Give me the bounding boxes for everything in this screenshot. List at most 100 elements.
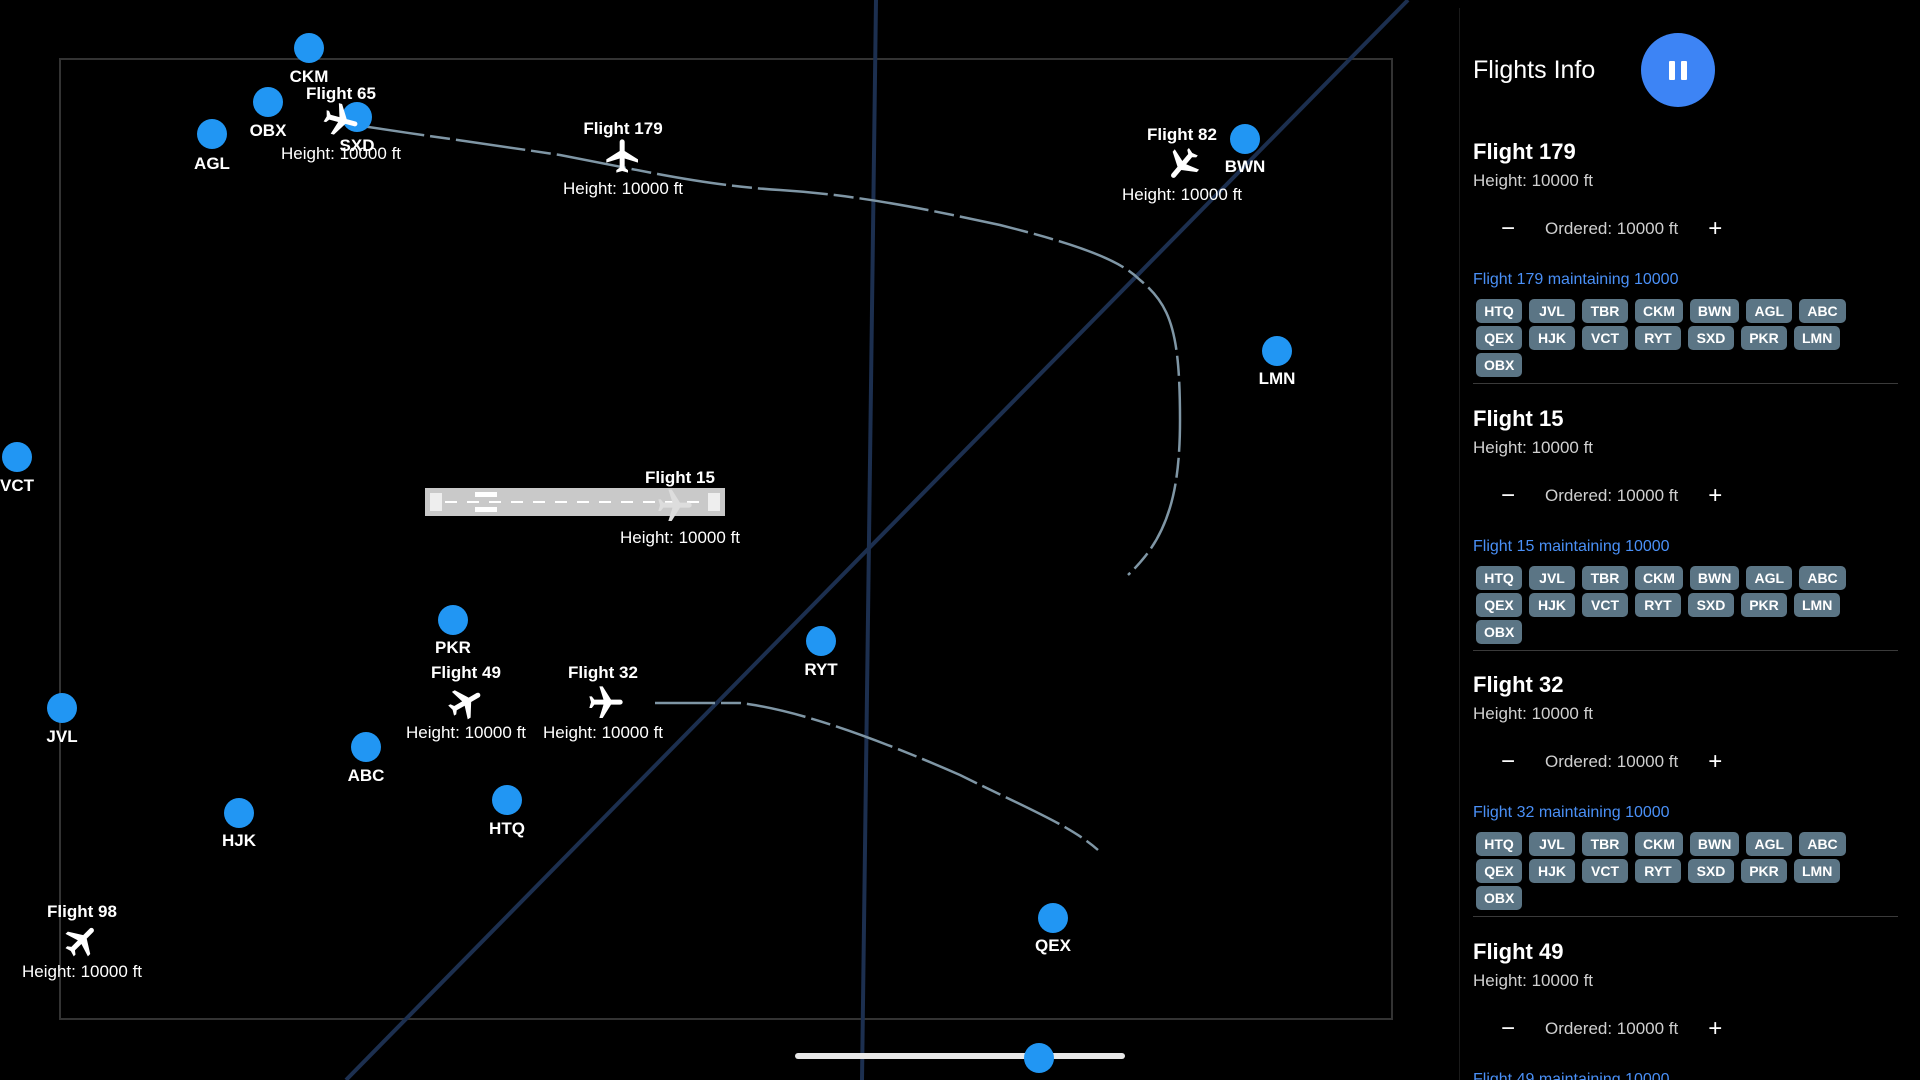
waypoint-chip[interactable]: LMN — [1794, 593, 1841, 617]
divider — [1473, 916, 1898, 917]
waypoint-chip[interactable]: HTQ — [1476, 832, 1522, 856]
flight-card: Flight 32 Height: 10000 ft − Ordered: 10… — [1473, 672, 1898, 913]
waypoint-chip[interactable]: PKR — [1741, 593, 1787, 617]
decrease-altitude-button[interactable]: − — [1500, 215, 1515, 242]
waypoint-chip[interactable]: VCT — [1582, 326, 1628, 350]
waypoint-chip[interactable]: JVL — [1529, 566, 1575, 590]
waypoint-chip[interactable]: RYT — [1635, 326, 1681, 350]
waypoint-chip[interactable]: HTQ — [1476, 299, 1522, 323]
flight-status: Flight 32 maintaining 10000 — [1473, 804, 1670, 821]
waypoint-chip[interactable]: OBX — [1476, 886, 1523, 910]
waypoint-chip[interactable]: PKR — [1741, 859, 1787, 883]
waypoint-chip[interactable]: LMN — [1794, 859, 1841, 883]
airplane-icon[interactable] — [655, 486, 695, 526]
increase-altitude-button[interactable]: + — [1708, 215, 1723, 242]
airplane-icon[interactable] — [446, 683, 486, 723]
waypoint-hjk-dot[interactable] — [224, 798, 254, 828]
ordered-altitude: Ordered: 10000 ft — [1545, 219, 1679, 238]
flight-65-height: Height: 10000 ft — [280, 144, 402, 163]
flight-65-name: Flight 65 — [306, 84, 376, 103]
decrease-altitude-button[interactable]: − — [1500, 1015, 1515, 1042]
airplane-icon[interactable] — [62, 921, 102, 961]
waypoint-chip[interactable]: CKM — [1635, 299, 1683, 323]
waypoint-chip[interactable]: TBR — [1582, 832, 1628, 856]
increase-altitude-button[interactable]: + — [1708, 748, 1723, 775]
waypoint-abc-dot[interactable] — [351, 732, 381, 762]
waypoint-chip[interactable]: TBR — [1582, 299, 1628, 323]
waypoint-vct-label: VCT — [0, 476, 34, 495]
waypoint-chip[interactable]: CKM — [1635, 832, 1683, 856]
waypoint-chip[interactable]: OBX — [1476, 353, 1523, 377]
waypoint-chip[interactable]: BWN — [1689, 299, 1740, 323]
flight-card: Flight 49 Height: 10000 ft − Ordered: 10… — [1473, 939, 1898, 1080]
waypoint-sxd-dot[interactable] — [342, 102, 372, 132]
flight-179-name: Flight 179 — [583, 119, 663, 138]
decrease-altitude-button[interactable]: − — [1500, 482, 1515, 509]
waypoint-chip[interactable]: SXD — [1688, 326, 1734, 350]
waypoint-hjk-label: HJK — [221, 831, 257, 850]
waypoint-chip[interactable]: SXD — [1688, 593, 1734, 617]
pause-button[interactable] — [1641, 33, 1715, 107]
waypoint-chip[interactable]: BWN — [1689, 566, 1740, 590]
waypoint-chip[interactable]: QEX — [1476, 859, 1522, 883]
waypoint-pkr-dot[interactable] — [438, 605, 468, 635]
waypoint-chip[interactable]: OBX — [1476, 620, 1523, 644]
waypoint-chip[interactable]: JVL — [1529, 832, 1575, 856]
increase-altitude-button[interactable]: + — [1708, 1015, 1723, 1042]
flight-179-height: Height: 10000 ft — [562, 179, 684, 198]
airplane-icon[interactable] — [1162, 144, 1202, 184]
radar-view[interactable]: CKM OBX AGL SXD BWN LMN VCT PKR RYT JVL … — [0, 0, 1460, 1080]
pause-icon-bar — [1681, 60, 1687, 80]
waypoint-qex-dot[interactable] — [1038, 903, 1068, 933]
airplane-icon[interactable] — [586, 683, 626, 723]
flight-82-height: Height: 10000 ft — [1121, 185, 1243, 204]
waypoint-vct-dot[interactable] — [2, 442, 32, 472]
flight-32-name: Flight 32 — [568, 663, 638, 682]
waypoint-chip[interactable]: ABC — [1799, 566, 1846, 590]
waypoint-chip[interactable]: HJK — [1529, 593, 1575, 617]
airway-line — [860, 0, 878, 1080]
airplane-icon[interactable] — [321, 101, 361, 141]
waypoint-bwn-dot[interactable] — [1230, 124, 1260, 154]
waypoint-chip[interactable]: VCT — [1582, 859, 1628, 883]
waypoint-partial-dot[interactable] — [1024, 1043, 1054, 1073]
waypoint-chip[interactable]: AGL — [1746, 566, 1793, 590]
waypoint-chip[interactable]: HJK — [1529, 326, 1575, 350]
increase-altitude-button[interactable]: + — [1708, 482, 1723, 509]
pause-icon — [1669, 60, 1675, 80]
waypoint-ckm-dot[interactable] — [294, 33, 324, 63]
waypoint-chip[interactable]: ABC — [1799, 832, 1846, 856]
waypoint-chip[interactable]: SXD — [1688, 859, 1734, 883]
waypoint-chip[interactable]: RYT — [1635, 593, 1681, 617]
waypoint-chip[interactable]: AGL — [1746, 299, 1793, 323]
waypoint-chip[interactable]: HTQ — [1476, 566, 1522, 590]
waypoint-chip[interactable]: ABC — [1799, 299, 1846, 323]
waypoint-obx-dot[interactable] — [253, 87, 283, 117]
waypoint-chip[interactable]: QEX — [1476, 593, 1522, 617]
home-indicator[interactable] — [795, 1053, 1125, 1059]
waypoint-chip[interactable]: AGL — [1746, 832, 1793, 856]
waypoint-chip[interactable]: PKR — [1741, 326, 1787, 350]
waypoint-chip[interactable]: TBR — [1582, 566, 1628, 590]
waypoint-chip[interactable]: JVL — [1529, 299, 1575, 323]
waypoint-chip[interactable]: VCT — [1582, 593, 1628, 617]
waypoint-agl-dot[interactable] — [197, 119, 227, 149]
waypoint-chip[interactable]: CKM — [1635, 566, 1683, 590]
waypoint-chip[interactable]: HJK — [1529, 859, 1575, 883]
decrease-altitude-button[interactable]: − — [1500, 748, 1515, 775]
waypoint-jvl-label: JVL — [46, 727, 78, 746]
waypoint-chip[interactable]: BWN — [1689, 832, 1740, 856]
waypoint-bwn-label: BWN — [1224, 157, 1266, 176]
waypoint-htq-dot[interactable] — [492, 785, 522, 815]
radar-lines — [59, 0, 1410, 1080]
flight-card-height: Height: 10000 ft — [1473, 971, 1594, 990]
waypoint-ryt-dot[interactable] — [806, 626, 836, 656]
waypoint-chip[interactable]: QEX — [1476, 326, 1522, 350]
waypoint-lmn-dot[interactable] — [1262, 336, 1292, 366]
flight-98-name: Flight 98 — [47, 902, 117, 921]
waypoint-chip[interactable]: LMN — [1794, 326, 1841, 350]
waypoint-chip[interactable]: RYT — [1635, 859, 1681, 883]
airplane-icon[interactable] — [603, 136, 643, 176]
waypoint-jvl-dot[interactable] — [47, 693, 77, 723]
